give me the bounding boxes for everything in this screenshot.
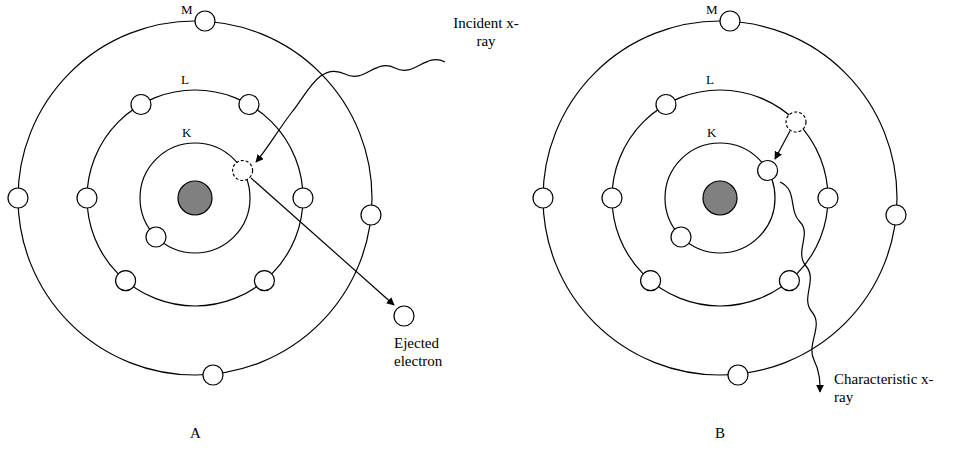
electron <box>293 188 313 208</box>
electron <box>203 365 223 385</box>
callout-label: Incident x-ray <box>450 14 522 50</box>
electron <box>758 161 778 181</box>
electron <box>77 188 97 208</box>
electron <box>116 271 136 291</box>
electron <box>641 271 661 291</box>
panel-letter: B <box>715 424 725 442</box>
atom-a <box>8 11 445 385</box>
shell-label: K <box>182 125 191 140</box>
incident-xray-wave <box>256 60 445 162</box>
k-shell <box>665 143 775 253</box>
callout-label: Ejected electron <box>394 334 466 370</box>
electron <box>8 188 28 208</box>
electron <box>818 188 838 208</box>
l-shell <box>612 90 828 306</box>
l-shell <box>87 90 303 306</box>
characteristic-xray-wave <box>780 182 820 392</box>
callout-label: Characteristic x-ray <box>834 370 944 406</box>
shell-label: M <box>706 2 718 17</box>
electron <box>671 227 691 247</box>
electron <box>239 95 259 115</box>
ejection-arrow <box>251 178 394 305</box>
electron <box>361 205 381 225</box>
electron <box>254 271 274 291</box>
transition-arrow <box>775 131 790 159</box>
shell-label: M <box>181 2 193 17</box>
atom-b <box>533 11 906 392</box>
shell-label: L <box>706 72 714 87</box>
shell-label: L <box>181 72 189 87</box>
m-shell <box>543 21 897 375</box>
ejected-electron <box>394 306 414 326</box>
electron <box>533 188 553 208</box>
electron <box>131 95 151 115</box>
nucleus <box>703 181 737 215</box>
electron <box>195 11 215 31</box>
k-shell <box>140 143 250 253</box>
electron <box>779 271 799 291</box>
electron <box>886 205 906 225</box>
electron <box>656 95 676 115</box>
electron <box>602 188 622 208</box>
electron <box>720 11 740 31</box>
electron-vacancy <box>786 112 806 132</box>
electron <box>728 365 748 385</box>
nucleus <box>178 181 212 215</box>
m-shell <box>18 21 372 375</box>
electron-vacancy <box>233 161 253 181</box>
electron <box>146 227 166 247</box>
shell-label: K <box>707 125 716 140</box>
panel-letter: A <box>190 424 201 442</box>
